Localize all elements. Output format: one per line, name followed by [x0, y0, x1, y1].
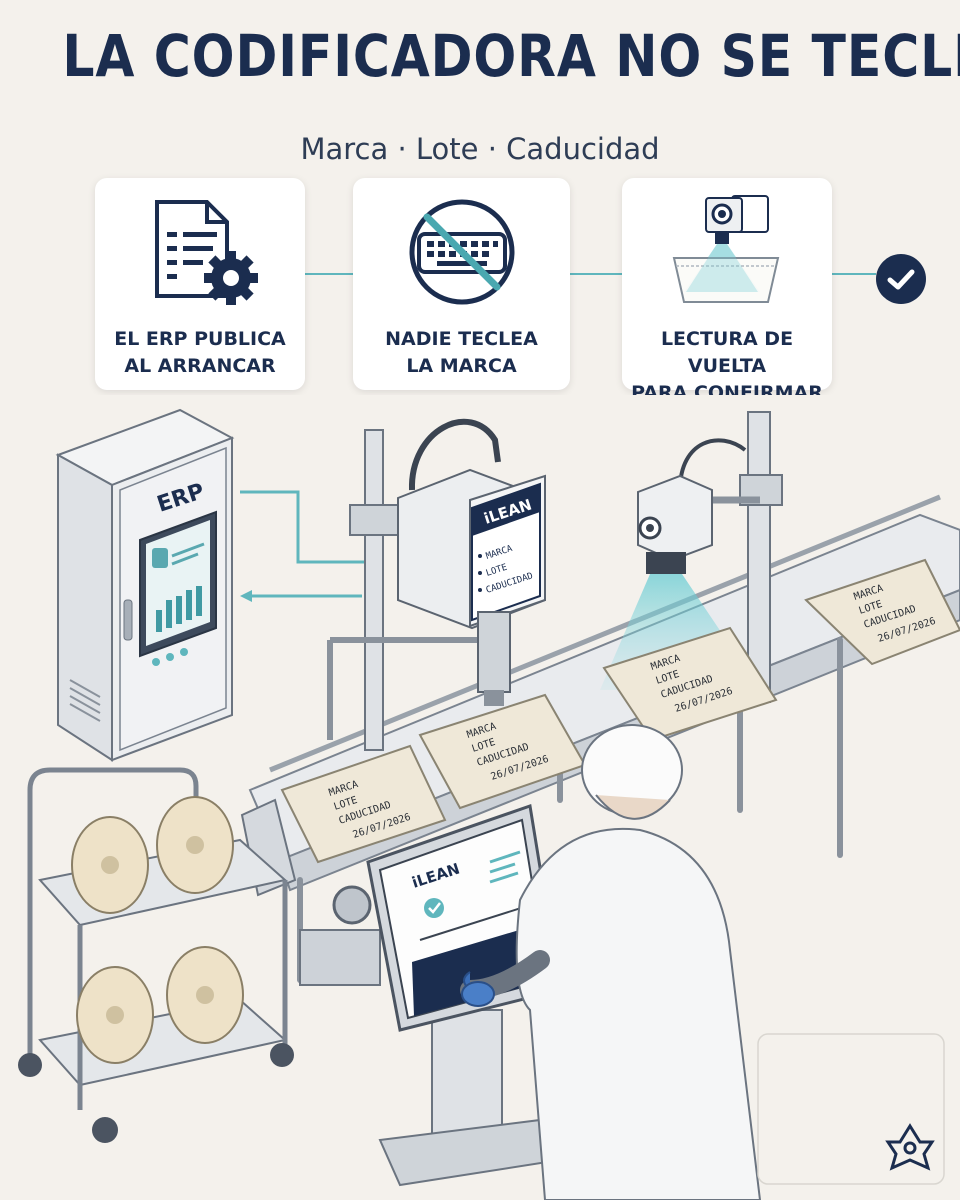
erp-cabinet: ERP — [55, 408, 235, 762]
step-card-erp: EL ERP PUBLICA AL ARRANCAR — [95, 178, 305, 390]
step-card-camera: LECTURA DE VUELTA PARA CONFIRMAR — [622, 178, 832, 404]
logo-icon — [885, 1123, 935, 1171]
step-label-no-keyboard: NADIE TECLEA LA MARCA — [385, 328, 538, 377]
bag-4: MARCA LOTE CADUCIDAD 26/07/2026 — [804, 558, 960, 666]
camera-scan-icon — [672, 195, 780, 303]
checkmark-icon — [887, 269, 915, 290]
page-subtitle: Marca · Lote · Caducidad — [300, 132, 660, 166]
connector-line-2 — [570, 273, 622, 275]
document-gear-icon — [155, 200, 258, 305]
connector-line-1 — [305, 273, 353, 275]
step-label-erp: EL ERP PUBLICA AL ARRANCAR — [114, 328, 286, 377]
page-title: LA CODIFICADORA NO SE TECLEA — [62, 22, 960, 90]
bag-2: MARCA LOTE CADUCIDAD 26/07/2026 — [418, 693, 587, 810]
production-line-illustration: ERP — [0, 395, 960, 1200]
connector-line-3 — [832, 273, 876, 275]
coder-printer: iLEAN MARCA LOTE CADUCIDAD — [327, 418, 546, 751]
step-card-no-keyboard: NADIE TECLEA LA MARCA — [353, 178, 570, 390]
film-roll-cart — [18, 767, 294, 1143]
check-badge — [876, 254, 926, 304]
no-keyboard-icon — [409, 199, 514, 305]
operator — [460, 724, 762, 1200]
bag-3: MARCA LOTE CADUCIDAD 26/07/2026 — [602, 626, 778, 742]
